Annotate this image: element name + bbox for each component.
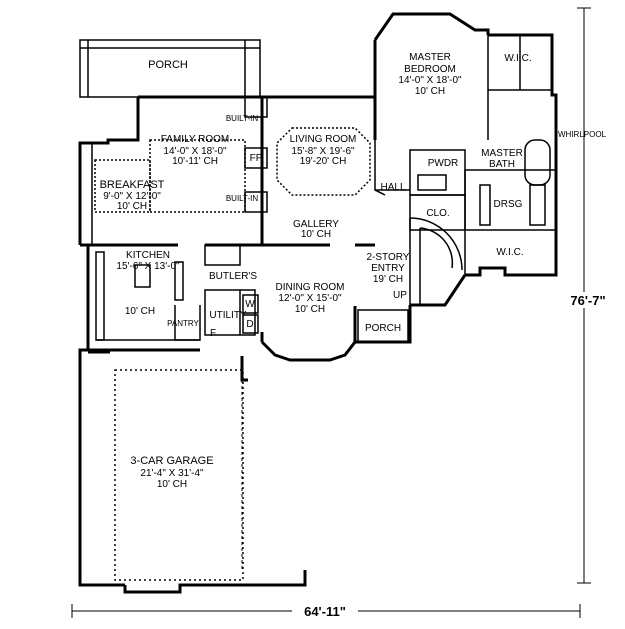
master-bedroom-label-2: BEDROOM	[404, 64, 456, 75]
drsg-label: DRSG	[494, 199, 523, 210]
kitchen-ceiling: 10' CH	[125, 306, 155, 317]
pantry-label: PANTRY	[167, 319, 199, 328]
porch-front-label: PORCH	[365, 323, 401, 334]
dining-room-ceiling: 10' CH	[295, 304, 325, 315]
breakfast-label: BREAKFAST	[100, 179, 165, 191]
kitchen-size: 15'-6" X 13'-0"	[116, 261, 180, 272]
hall-label: HALL	[380, 182, 405, 193]
symbol-labels: BUILT-IN BUILT-IN FP UP W D F	[210, 114, 407, 339]
living-room-ceiling: 19'-20' CH	[300, 156, 347, 167]
butlers-label: BUTLER'S	[209, 271, 257, 282]
family-room-size: 14'-0" X 18'-0"	[163, 146, 227, 157]
family-room-ceiling: 10'-11' CH	[172, 156, 218, 167]
master-bedroom-size: 14'-0" X 18'-0"	[398, 75, 462, 86]
entry-ceiling: 19' CH	[373, 274, 403, 285]
built-in-top-label: BUILT-IN	[226, 114, 259, 123]
fireplace-label: FP	[250, 153, 263, 164]
dryer-label: D	[246, 319, 253, 330]
entry-label-1: 2-STORY	[367, 252, 410, 263]
gallery-label: GALLERY	[293, 219, 339, 230]
family-room-label: FAMILY ROOM	[161, 134, 230, 145]
breakfast-size: 9'-0" X 12'-0"	[103, 191, 161, 202]
breakfast-ceiling: 10' CH	[117, 201, 147, 212]
porch-top-label: PORCH	[148, 59, 188, 71]
wic-top-label: W.I.C.	[504, 53, 531, 64]
gallery-ceiling: 10' CH	[301, 229, 331, 240]
clo-label: CLO.	[426, 208, 449, 219]
master-bath-label-1: MASTER	[481, 148, 523, 159]
whirlpool-label: WHIRLPOOL	[558, 130, 607, 139]
room-labels: PORCH FAMILY ROOM 14'-0" X 18'-0" 10'-11…	[100, 52, 607, 490]
built-in-bottom-label: BUILT-IN	[226, 194, 259, 203]
dining-room-size: 12'-0" X 15'-0"	[278, 293, 342, 304]
master-bedroom-ceiling: 10' CH	[415, 86, 445, 97]
utility-label: UTILITY	[209, 310, 247, 321]
pwdr-label: PWDR	[428, 158, 459, 169]
master-bath-label-2: BATH	[489, 159, 515, 170]
kitchen-label: KITCHEN	[126, 250, 170, 261]
dining-room-label: DINING ROOM	[276, 282, 345, 293]
wic-bottom-label: W.I.C.	[496, 247, 523, 258]
master-bedroom-label-1: MASTER	[409, 52, 451, 63]
washer-label: W	[245, 299, 255, 310]
overall-width-dimension: 64'-11"	[304, 604, 346, 619]
entry-label-2: ENTRY	[371, 263, 405, 274]
freezer-label: F	[210, 328, 216, 339]
garage-label: 3-CAR GARAGE	[130, 455, 213, 467]
garage-size: 21'-4" X 31'-4"	[140, 468, 204, 479]
interior-walls	[79, 35, 556, 581]
stairs-up-label: UP	[393, 290, 407, 301]
living-room-size: 15'-8" X 19'-6"	[291, 146, 355, 157]
garage-ceiling: 10' CH	[157, 479, 187, 490]
living-room-label: LIVING ROOM	[290, 134, 357, 145]
overall-depth-dimension: 76'-7"	[570, 293, 605, 308]
